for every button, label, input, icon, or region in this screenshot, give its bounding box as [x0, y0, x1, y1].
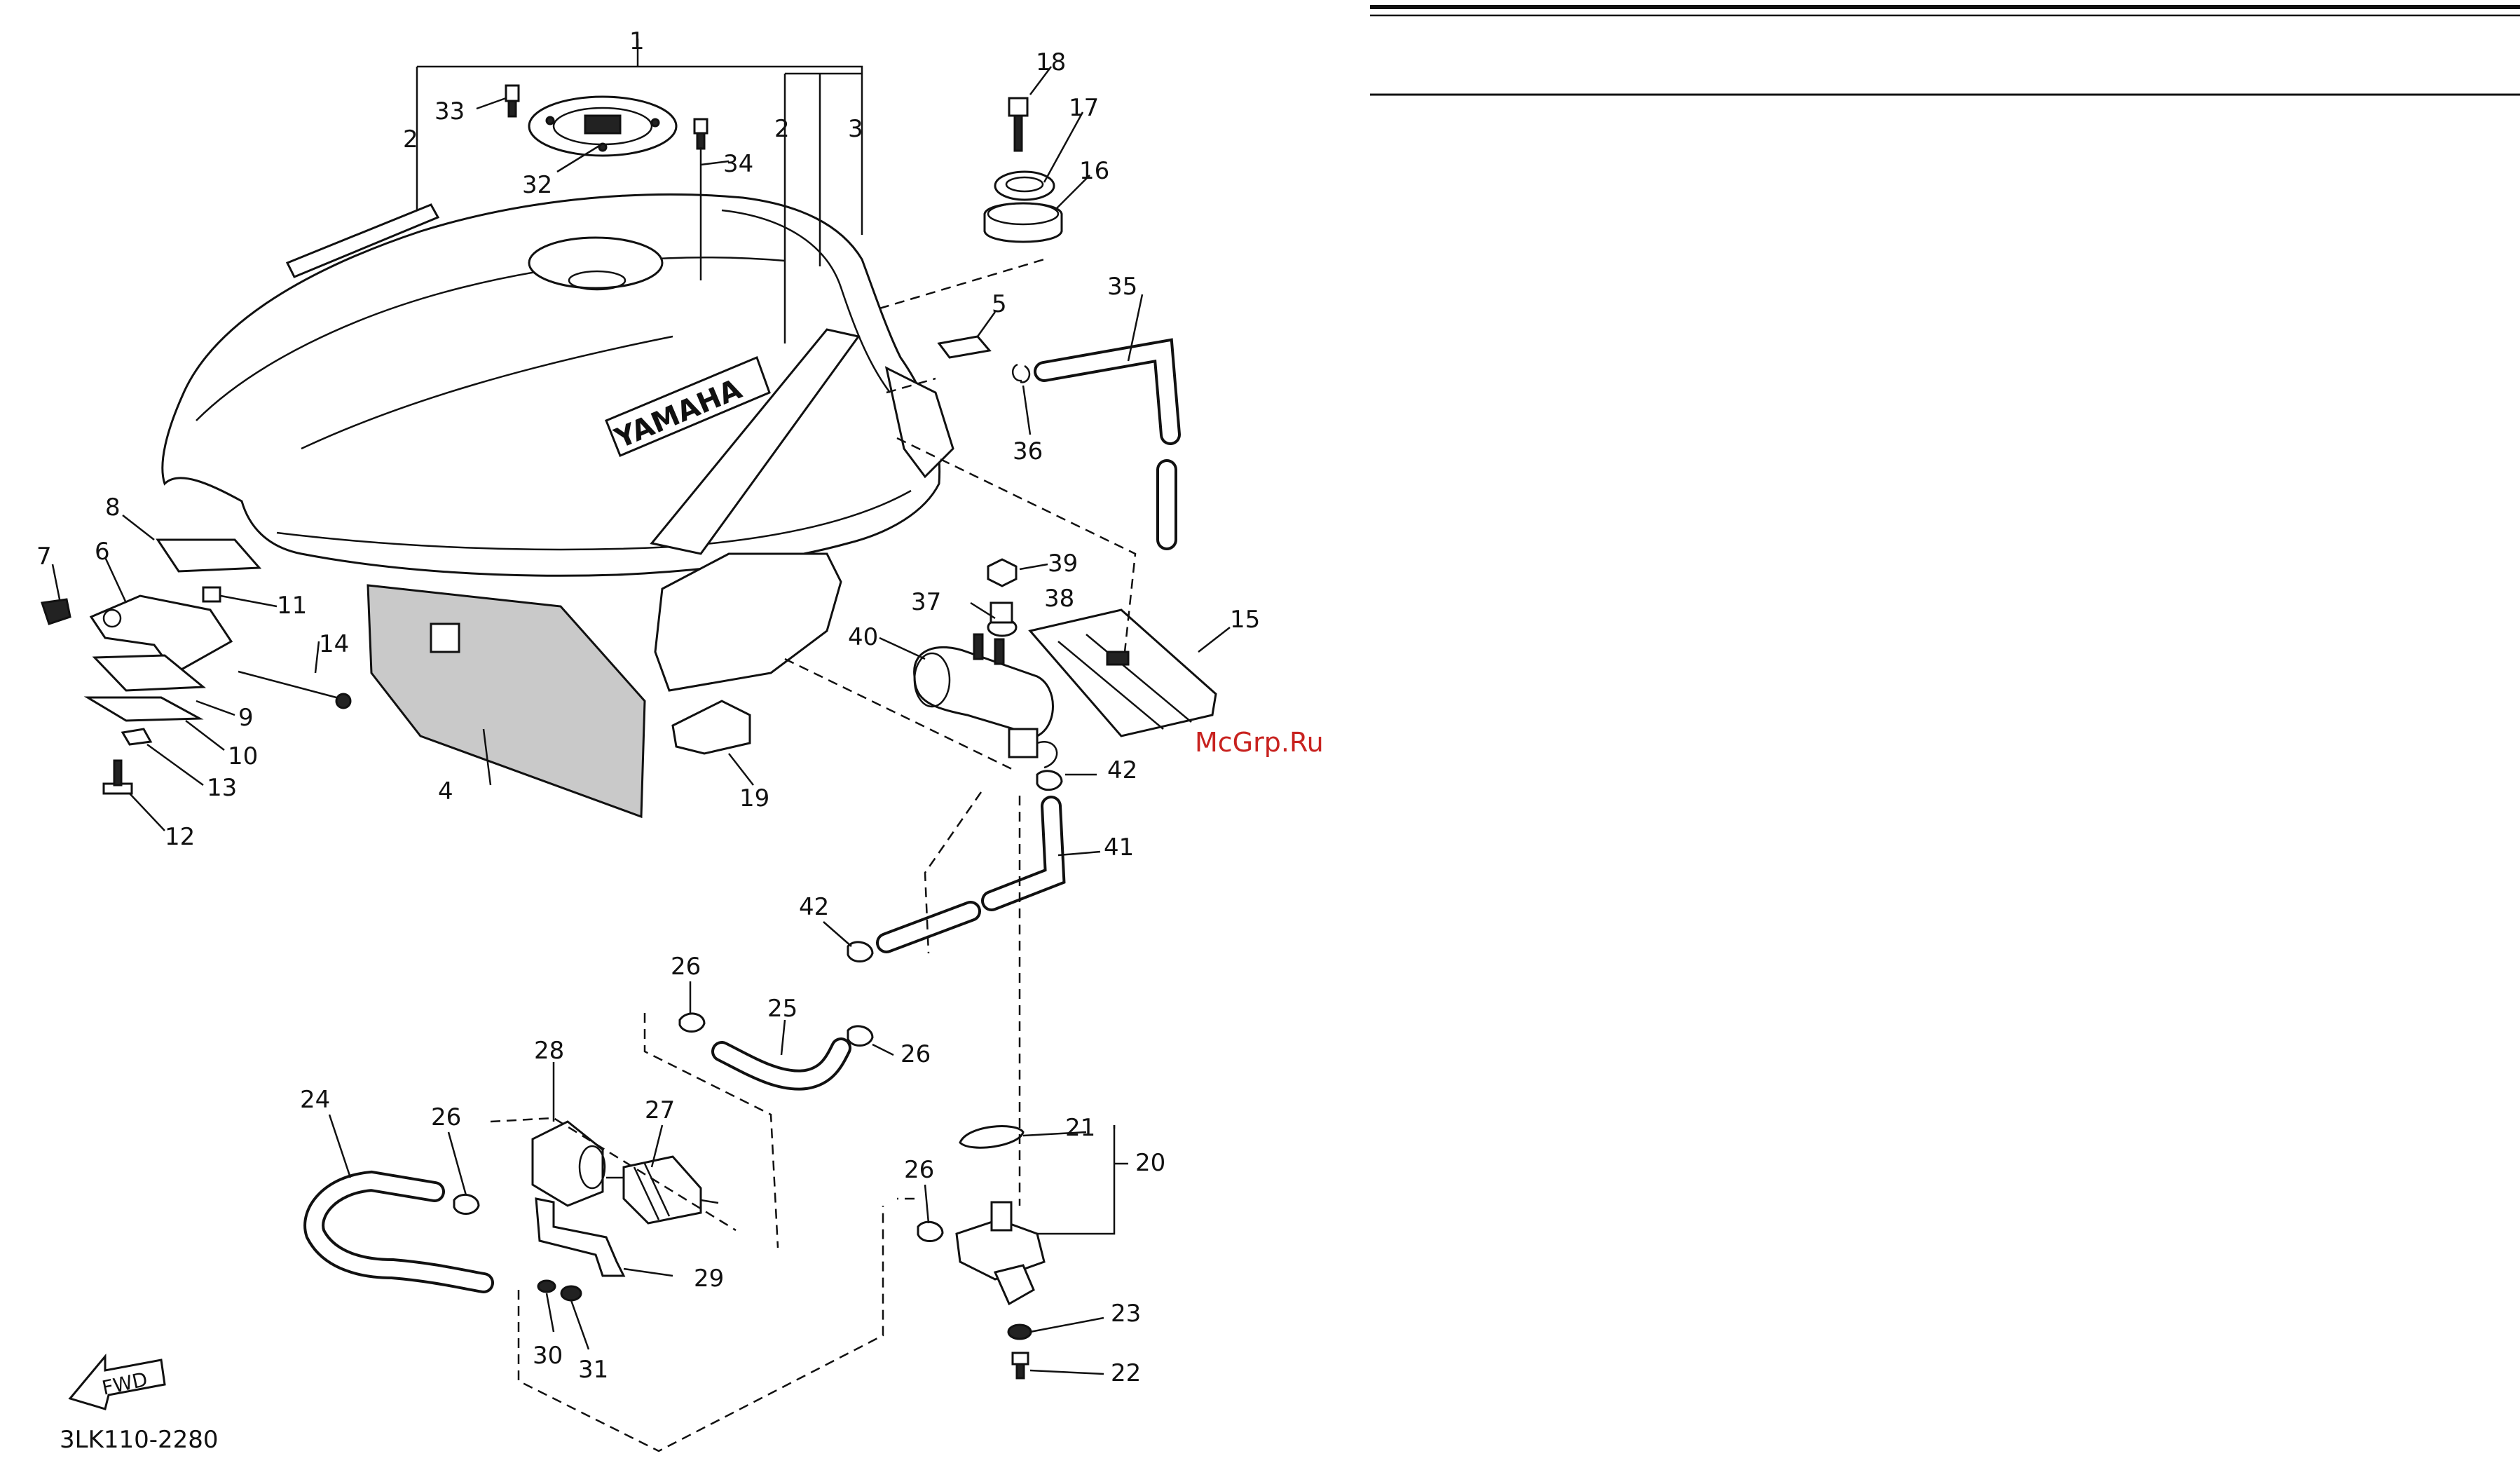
- callout-42b: 42: [799, 893, 829, 921]
- clip-26-b: [848, 1026, 872, 1046]
- damper: [985, 203, 1062, 242]
- callout-39: 39: [1048, 550, 1078, 578]
- callout-37: 37: [911, 588, 941, 616]
- callout-10: 10: [228, 742, 258, 770]
- callout-2b: 2: [774, 115, 790, 143]
- nut-39: [988, 559, 1016, 586]
- callout-24: 24: [300, 1086, 330, 1114]
- callout-7: 7: [36, 543, 52, 571]
- o-ring-21: [960, 1126, 1023, 1148]
- hose-clip-36: [1013, 365, 1029, 382]
- callout-16: 16: [1079, 157, 1109, 185]
- bolt-31: [561, 1286, 581, 1300]
- callout-21: 21: [1065, 1114, 1095, 1142]
- rear-rubber-seat: [1030, 610, 1216, 736]
- callout-23: 23: [1111, 1300, 1141, 1328]
- callout-3: 3: [848, 115, 863, 143]
- drawing-code: 3LK110-2280: [60, 1426, 219, 1454]
- fuel-cap: [529, 97, 676, 156]
- callout-4: 4: [438, 777, 453, 805]
- clip-5: [939, 336, 989, 358]
- fuel-cock: [957, 1202, 1044, 1304]
- callout-26c: 26: [431, 1103, 461, 1131]
- washer-23: [1008, 1325, 1031, 1339]
- watermark: McGrp.Ru: [1195, 727, 1324, 758]
- callout-17: 17: [1069, 94, 1099, 122]
- callout-26a: 26: [671, 953, 701, 981]
- callout-40: 40: [848, 623, 878, 651]
- cap-bolt-2: [694, 119, 707, 149]
- callout-31: 31: [578, 1356, 608, 1384]
- callout-6: 6: [95, 538, 110, 566]
- rubber-mount: [673, 701, 750, 754]
- callout-34: 34: [723, 150, 753, 178]
- callout-22: 22: [1111, 1359, 1141, 1387]
- callout-14: 14: [319, 630, 349, 658]
- fwd-arrow-icon: FWD: [70, 1356, 165, 1409]
- filter-holder: [533, 1122, 603, 1206]
- cap-bolt: [506, 86, 519, 116]
- fuel-pump: [915, 634, 1057, 768]
- collar-30: [538, 1281, 555, 1292]
- callout-35: 35: [1107, 273, 1137, 301]
- callout-5: 5: [992, 290, 1007, 318]
- callout-20: 20: [1135, 1149, 1165, 1177]
- callout-18: 18: [1036, 48, 1066, 76]
- callout-25: 25: [767, 995, 797, 1023]
- callout-26b: 26: [901, 1040, 931, 1068]
- callout-2a: 2: [403, 125, 418, 154]
- callout-9: 9: [238, 704, 254, 732]
- callout-36: 36: [1013, 437, 1043, 465]
- callout-26d: 26: [904, 1156, 934, 1184]
- callout-33: 33: [434, 97, 465, 125]
- front-bracket-group: [42, 540, 350, 794]
- callout-27: 27: [645, 1096, 675, 1124]
- callout-19: 19: [739, 784, 769, 812]
- clip-26-c: [454, 1194, 479, 1213]
- callout-32: 32: [522, 171, 552, 199]
- callout-12: 12: [165, 823, 195, 851]
- clip-26-a: [680, 1014, 704, 1032]
- callout-42a: 42: [1107, 756, 1137, 784]
- mounting-bolt: [1009, 98, 1027, 151]
- callout-29: 29: [694, 1265, 724, 1293]
- callout-8: 8: [105, 493, 121, 522]
- callout-1: 1: [629, 27, 645, 55]
- callout-28: 28: [534, 1037, 564, 1065]
- fuel-filter: [606, 1157, 718, 1223]
- filter-bracket: [536, 1199, 624, 1276]
- clip-42-upper: [1037, 771, 1062, 790]
- callout-41: 41: [1104, 833, 1134, 862]
- callout-38: 38: [1044, 585, 1074, 613]
- heat-insulator-pad: [368, 585, 645, 817]
- collar: [995, 172, 1054, 200]
- clip-42-lower: [848, 942, 872, 962]
- clip-26-d: [918, 1222, 943, 1241]
- callout-13: 13: [207, 774, 237, 802]
- callout-15: 15: [1230, 606, 1260, 634]
- callout-11: 11: [277, 592, 307, 620]
- callout-30: 30: [533, 1342, 563, 1370]
